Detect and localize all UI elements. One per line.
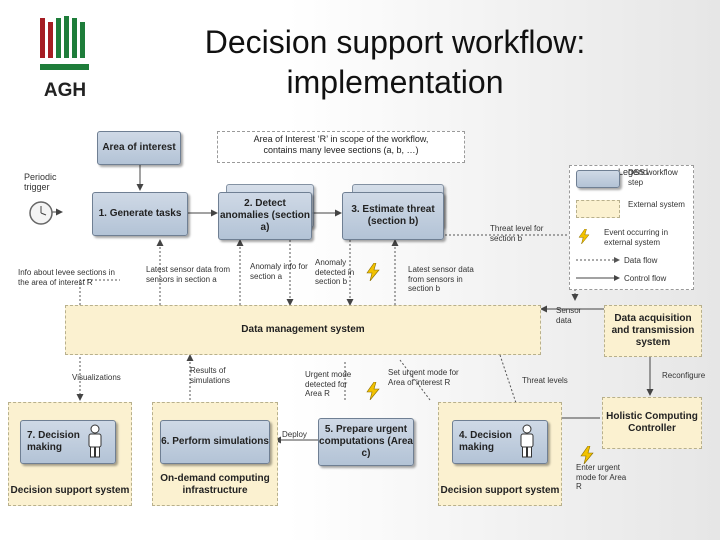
results-simulations-label: Results of simulations (190, 366, 231, 385)
person-icon (88, 424, 102, 458)
lightning-icon (580, 446, 594, 464)
data-management-system-box[interactable]: Data management system (65, 305, 541, 355)
data-acquisition-box[interactable]: Data acquisition and transmission system (604, 305, 702, 357)
aoi-note-line-1: Area of Interest ‘R’ in scope of the wor… (253, 134, 429, 144)
urgent-mode-label: Urgent mode detected for Area R (305, 370, 352, 398)
slide-title: Decision support workflow: implementatio… (150, 22, 640, 102)
legend-dss-swatch (576, 170, 620, 188)
legend-control-flow-label: Control flow (624, 274, 667, 283)
agh-logo: AGH (40, 16, 89, 101)
legend-title: Legend (618, 167, 649, 177)
legend-control-flow-line (576, 275, 620, 281)
detect-anomalies-box[interactable]: 2. Detect anomalies (section a) (218, 192, 312, 240)
prepare-urgent-box[interactable]: 5. Prepare urgent computations (Area c) (318, 418, 414, 466)
anomaly-detected-label: Anomaly detected in section b (315, 258, 355, 286)
estimate-threat-box[interactable]: 3. Estimate threat (section b) (342, 192, 444, 240)
sensor-data-label: Sensor data (556, 306, 582, 325)
lightning-icon (578, 229, 590, 244)
visualizations-label: Visualizations (72, 373, 121, 382)
person-icon (520, 424, 534, 458)
latest-sensor-b-label: Latest sensor data from sensors in secti… (408, 265, 474, 293)
area-of-interest-box[interactable]: Area of interest (97, 131, 181, 165)
info-levee-label: Info about levee sections in the area of… (18, 268, 115, 287)
clock-icon (29, 201, 53, 225)
deploy-label: Deploy (282, 430, 307, 439)
threat-levels-label: Threat levels (522, 376, 568, 385)
holistic-controller-box[interactable]: Holistic Computing Controller (602, 397, 702, 449)
anomaly-info-label: Anomaly info for section a (250, 262, 308, 281)
legend-data-flow-label: Data flow (624, 256, 658, 265)
threat-level-label: Threat level for section b (490, 224, 544, 243)
set-urgent-label: Set urgent mode for Area of interest R (388, 368, 459, 387)
generate-tasks-box[interactable]: 1. Generate tasks (92, 192, 188, 236)
legend-dss-label: DSS workflow step (628, 168, 678, 187)
reconfigure-label: Reconfigure (662, 371, 706, 380)
svg-text:AGH: AGH (44, 80, 86, 101)
lightning-icon (366, 263, 380, 281)
title-line-1: Decision support workflow: (204, 24, 586, 60)
enter-urgent-label: Enter urgent mode for Area R (576, 463, 627, 491)
latest-sensor-a-label: Latest sensor data from sensors in secti… (146, 265, 231, 284)
legend-external-swatch (576, 200, 620, 218)
area-of-interest-note: Area of Interest ‘R’ in scope of the wor… (217, 131, 465, 163)
periodic-trigger-label: Periodic trigger (24, 172, 57, 192)
legend-event-label: Event occurring in external system (604, 228, 669, 247)
aoi-note-line-2: contains many levee sections (a, b, …) (263, 145, 419, 155)
perform-simulations-box[interactable]: 6. Perform simulations (160, 420, 270, 464)
legend-external-label: External system (628, 200, 685, 209)
title-line-2: implementation (286, 64, 504, 100)
lightning-icon (366, 382, 380, 400)
legend-data-flow-line (576, 257, 620, 263)
